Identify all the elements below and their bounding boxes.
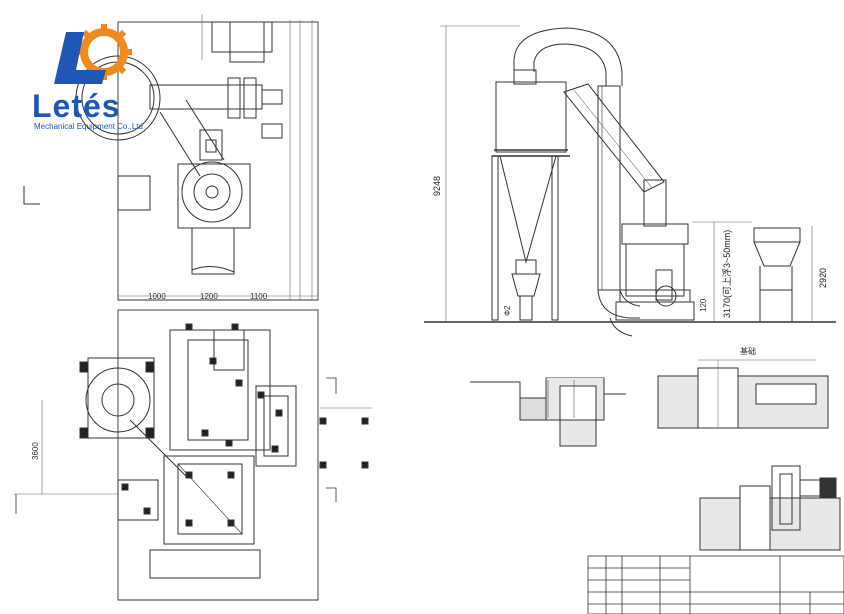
- lift-note: 3170(可上浮3~50mm): [721, 230, 732, 318]
- foundation-section-left: [470, 377, 626, 447]
- foundation-plan-view: 3600: [14, 309, 372, 601]
- company-logo: [54, 24, 132, 84]
- hopper-height: 2920: [818, 268, 828, 288]
- cyclone-dim: Ф2: [503, 305, 512, 316]
- svg-text:1000: 1000: [148, 292, 166, 301]
- logo-subtitle: Mechanical Equipment Co.,Ltd: [34, 122, 143, 131]
- foundation-section-right: 基础: [657, 346, 829, 429]
- plan-side-dim: 3600: [31, 442, 40, 460]
- base-dim: 120: [699, 298, 708, 312]
- elevation-view: 9248 Ф2 120 3170(可上浮3~5: [424, 25, 836, 337]
- svg-text:1100: 1100: [250, 292, 268, 301]
- foundation-section-bottom: [699, 465, 841, 551]
- title-block: [587, 555, 844, 614]
- elevation-height-total: 9248: [432, 176, 442, 196]
- section-label: 基础: [740, 346, 756, 356]
- logo-word: Letés: [32, 88, 121, 124]
- svg-text:1200: 1200: [200, 292, 218, 301]
